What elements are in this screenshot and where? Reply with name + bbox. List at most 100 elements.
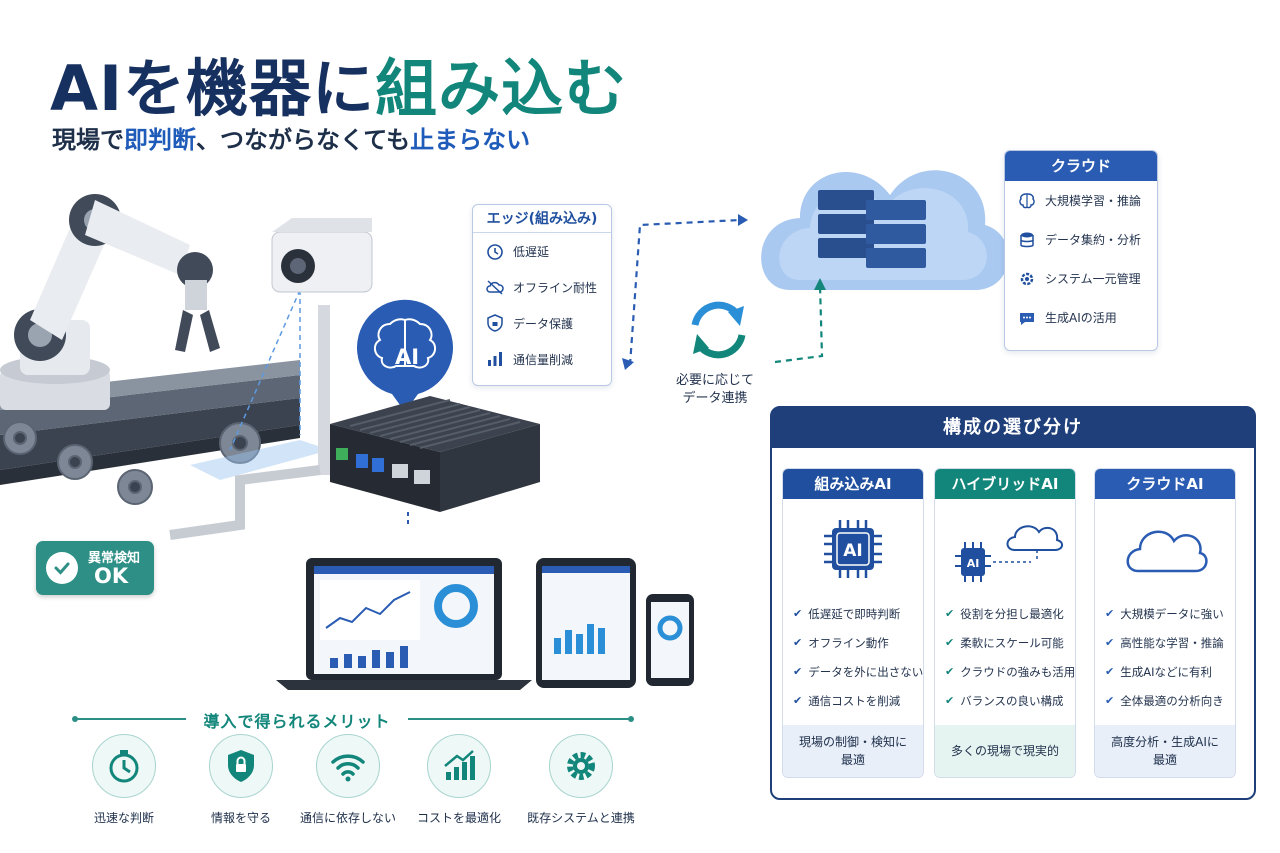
feature-text: 全体最適の分析向き <box>1120 693 1224 708</box>
divider-dot <box>628 716 634 722</box>
benefit-item: コストを最適化 <box>399 734 519 826</box>
cloud-item: データ集約・分析 <box>1005 220 1157 259</box>
database-icon <box>1020 232 1034 247</box>
cloud-item: 大規模学習・推論 <box>1005 181 1157 220</box>
benefit-label: 通信に依存しない <box>299 811 396 825</box>
cloud-item-label: システム一元管理 <box>1045 272 1141 286</box>
list-item: ✔データを外に出さない <box>793 664 924 679</box>
list-item: ✔全体最適の分析向き <box>1105 693 1224 708</box>
comparison-column-hybrid: ハイブリッドAI AI ✔役割を分担し最適化 ✔柔軟にスケール可能 ✔クラウドの… <box>934 468 1076 778</box>
phone <box>646 594 694 686</box>
footer-line: 多くの現場で現実的 <box>950 744 1059 758</box>
column-footer: 現場の制御・検知に最適 <box>783 725 923 777</box>
comparison-column-cloud: クラウドAI ✔大規模データに強い ✔高性能な学習・推論 ✔生成AIなどに有利 … <box>1094 468 1236 778</box>
list-item: ✔大規模データに強い <box>1105 606 1224 621</box>
subtitle-part: 、つながらなくても <box>196 126 411 154</box>
cloud-item: 生成AIの活用 <box>1005 298 1157 337</box>
list-item: ✔オフライン動作 <box>793 635 889 650</box>
hybrid-icon: AI <box>935 499 1075 599</box>
chat-bubble-icon <box>1020 312 1034 325</box>
feature-list: ✔大規模データに強い ✔高性能な学習・推論 ✔生成AIなどに有利 ✔全体最適の分… <box>1095 599 1235 715</box>
brain-icon <box>1019 192 1035 208</box>
edge-item: 低遅延 <box>473 233 611 269</box>
shield-lock-icon <box>209 734 273 798</box>
sync-icon <box>691 301 746 359</box>
subtitle-part: 現場で <box>52 126 124 154</box>
column-title: ハイブリッドAI <box>935 469 1075 499</box>
growth-chart-icon <box>427 734 491 798</box>
benefit-item: 通信に依存しない <box>288 734 408 826</box>
subtitle-highlight: 即判断 <box>124 126 196 154</box>
edge-panel: エッジ(組み込み) 低遅延 オフライン耐性 データ保護 通信量削減 <box>472 204 612 386</box>
column-title: クラウドAI <box>1095 469 1235 499</box>
feature-text: 大規模データに強い <box>1120 606 1224 621</box>
ai-pin-label: AI <box>394 345 420 369</box>
gear-icon <box>549 734 613 798</box>
feature-text: 柔軟にスケール可能 <box>960 635 1064 650</box>
cloud-illustration <box>761 170 1009 290</box>
benefit-label: 既存システムと連携 <box>527 811 635 825</box>
edge-to-cloud-link <box>628 218 741 366</box>
list-item: ✔クラウドの強みも活用 <box>945 664 1076 679</box>
ai-chip-icon: AI <box>783 499 923 599</box>
feature-text: オフライン動作 <box>808 635 889 650</box>
benefits-title: 導入で得られるメリット <box>203 712 391 731</box>
list-item: ✔低遅延で即時判断 <box>793 606 901 621</box>
feature-text: 高性能な学習・推論 <box>1120 635 1224 650</box>
feature-text: 通信コストを削減 <box>808 693 901 708</box>
feature-text: バランスの良い構成 <box>960 693 1064 708</box>
feature-text: クラウドの強みも活用 <box>960 664 1076 679</box>
lock-shield-icon <box>487 314 503 332</box>
anomaly-ok-badge: 異常検知 OK <box>36 541 154 595</box>
edge-item-label: データ保護 <box>513 316 574 331</box>
footer-line: 最適 <box>840 753 865 767</box>
page-subtitle: 現場で即判断、つながらなくても止まらない <box>52 120 530 155</box>
benefit-item: 既存システムと連携 <box>521 734 641 826</box>
feature-list: ✔役割を分担し最適化 ✔柔軟にスケール可能 ✔クラウドの強みも活用 ✔バランスの… <box>935 599 1075 715</box>
factory-illustration <box>0 194 373 540</box>
cloud-panel-title: クラウド <box>1005 151 1157 181</box>
robot-arm <box>0 194 220 410</box>
tablet <box>536 558 636 688</box>
title-accent: 組み込む <box>375 52 628 125</box>
subtitle-highlight: 止まらない <box>410 126 531 154</box>
laptop <box>276 558 532 690</box>
feature-text: 役割を分担し最適化 <box>960 606 1064 621</box>
column-footer: 多くの現場で現実的 <box>935 725 1075 777</box>
ok-badge-status: OK <box>94 564 129 588</box>
benefit-item: 迅速な判断 <box>64 734 184 826</box>
camera <box>271 218 373 475</box>
device-box <box>330 396 540 512</box>
title-main: AIを機器に <box>50 52 376 125</box>
feature-text: 低遅延で即時判断 <box>808 606 901 621</box>
chip-label: AI <box>843 541 862 561</box>
list-item: ✔役割を分担し最適化 <box>945 606 1064 621</box>
feature-list: ✔低遅延で即時判断 ✔オフライン動作 ✔データを外に出さない ✔通信コストを削減 <box>783 599 923 715</box>
comparison-panel: 構成の選び分け 組み込みAI AI ✔低遅延で即時判断 ✔オフライン動作 ✔デー… <box>770 406 1256 800</box>
wifi-icon <box>316 734 380 798</box>
edge-item: オフライン耐性 <box>473 269 611 305</box>
edge-panel-title: エッジ(組み込み) <box>473 205 611 233</box>
cloud-item-label: データ集約・分析 <box>1045 233 1142 247</box>
benefit-label: コストを最適化 <box>416 811 501 825</box>
scan-area <box>190 440 330 480</box>
chip-label: AI <box>967 557 980 570</box>
list-item: ✔通信コストを削減 <box>793 693 901 708</box>
cloud-sync-area <box>622 170 1009 370</box>
benefit-item: 情報を守る <box>181 734 301 826</box>
timer-icon <box>487 244 503 260</box>
dashboard-devices <box>276 558 694 690</box>
sync-label: 必要に応じて データ連携 <box>660 372 770 408</box>
edge-item: 通信量削減 <box>473 341 611 377</box>
divider-line <box>76 718 186 720</box>
gear-icon <box>1020 272 1034 285</box>
footer-line: 最適 <box>1152 753 1177 767</box>
cloud-item-label: 大規模学習・推論 <box>1045 194 1142 208</box>
server-rack <box>818 190 926 268</box>
cloud-item: システム一元管理 <box>1005 259 1157 298</box>
benefit-label: 迅速な判断 <box>93 811 154 825</box>
footer-line: 高度分析・生成AIに <box>1111 735 1219 749</box>
list-item: ✔高性能な学習・推論 <box>1105 635 1224 650</box>
check-icon <box>46 552 78 584</box>
edge-item-label: オフライン耐性 <box>513 280 598 295</box>
